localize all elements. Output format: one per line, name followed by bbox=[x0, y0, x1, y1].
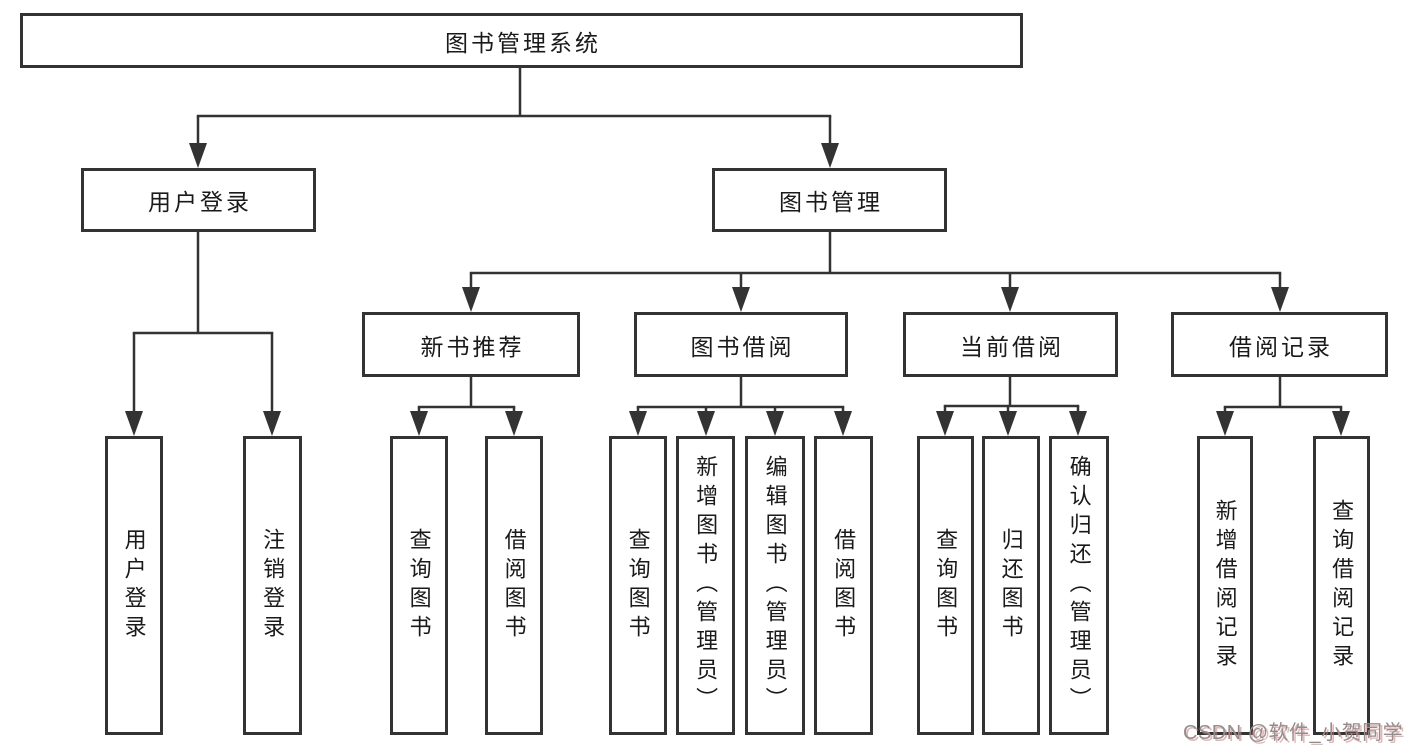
leaf-borrow-books-recommend: 借阅图书 bbox=[485, 436, 543, 735]
node-book-management-label: 图书管理 bbox=[779, 189, 883, 215]
leaf-borrow-books-borrowing-label: 借阅图书 bbox=[831, 527, 857, 644]
node-current-borrowing: 当前借阅 bbox=[903, 312, 1118, 377]
leaf-borrow-books-recommend-label: 借阅图书 bbox=[501, 527, 527, 644]
leaf-add-borrow-record-label: 新增借阅记录 bbox=[1212, 498, 1238, 673]
leaf-add-books-admin-label: 新增图书（管理员） bbox=[693, 455, 719, 716]
leaf-query-books-borrowing-label: 查询图书 bbox=[625, 527, 651, 644]
leaf-logout-login-label: 注销登录 bbox=[260, 527, 286, 644]
node-borrowing-records: 借阅记录 bbox=[1171, 312, 1388, 377]
leaf-query-books-current: 查询图书 bbox=[917, 436, 974, 735]
node-borrowing-records-label: 借阅记录 bbox=[1229, 333, 1333, 360]
leaf-query-books-current-label: 查询图书 bbox=[933, 527, 959, 644]
node-library-system: 图书管理系统 bbox=[20, 13, 1023, 68]
leaf-user-login-label: 用户登录 bbox=[121, 527, 147, 644]
leaf-edit-books-admin: 编辑图书（管理员） bbox=[745, 436, 805, 735]
node-user-login: 用户登录 bbox=[81, 168, 316, 232]
leaf-add-books-admin: 新增图书（管理员） bbox=[676, 436, 735, 735]
csdn-watermark: CSDN @软件_小贺同学 bbox=[1183, 722, 1404, 744]
leaf-borrow-books-borrowing: 借阅图书 bbox=[814, 436, 873, 735]
node-new-book-recommendation: 新书推荐 bbox=[362, 312, 580, 377]
leaf-query-borrow-record-label: 查询借阅记录 bbox=[1329, 498, 1355, 673]
leaf-return-books-label: 归还图书 bbox=[998, 527, 1024, 644]
node-current-borrowing-label: 当前借阅 bbox=[960, 333, 1064, 360]
node-book-management: 图书管理 bbox=[712, 168, 947, 232]
leaf-add-borrow-record: 新增借阅记录 bbox=[1197, 436, 1253, 735]
node-book-borrowing: 图书借阅 bbox=[634, 312, 848, 377]
leaf-query-books-recommend: 查询图书 bbox=[390, 436, 448, 735]
node-book-borrowing-label: 图书借阅 bbox=[690, 333, 795, 360]
leaf-query-books-borrowing: 查询图书 bbox=[609, 436, 667, 735]
leaf-user-login: 用户登录 bbox=[105, 436, 163, 735]
leaf-query-borrow-record: 查询借阅记录 bbox=[1313, 436, 1370, 735]
leaf-logout-login: 注销登录 bbox=[243, 436, 302, 735]
leaf-confirm-return-admin-label: 确认归还（管理员） bbox=[1066, 455, 1092, 716]
leaf-query-books-recommend-label: 查询图书 bbox=[406, 527, 432, 644]
node-new-book-recommendation-label: 新书推荐 bbox=[420, 333, 525, 360]
node-library-system-label: 图书管理系统 bbox=[445, 29, 601, 56]
leaf-edit-books-admin-label: 编辑图书（管理员） bbox=[762, 455, 788, 716]
leaf-return-books: 归还图书 bbox=[982, 436, 1040, 735]
node-user-login-label: 用户登录 bbox=[148, 189, 252, 215]
leaf-confirm-return-admin: 确认归还（管理员） bbox=[1049, 436, 1109, 735]
